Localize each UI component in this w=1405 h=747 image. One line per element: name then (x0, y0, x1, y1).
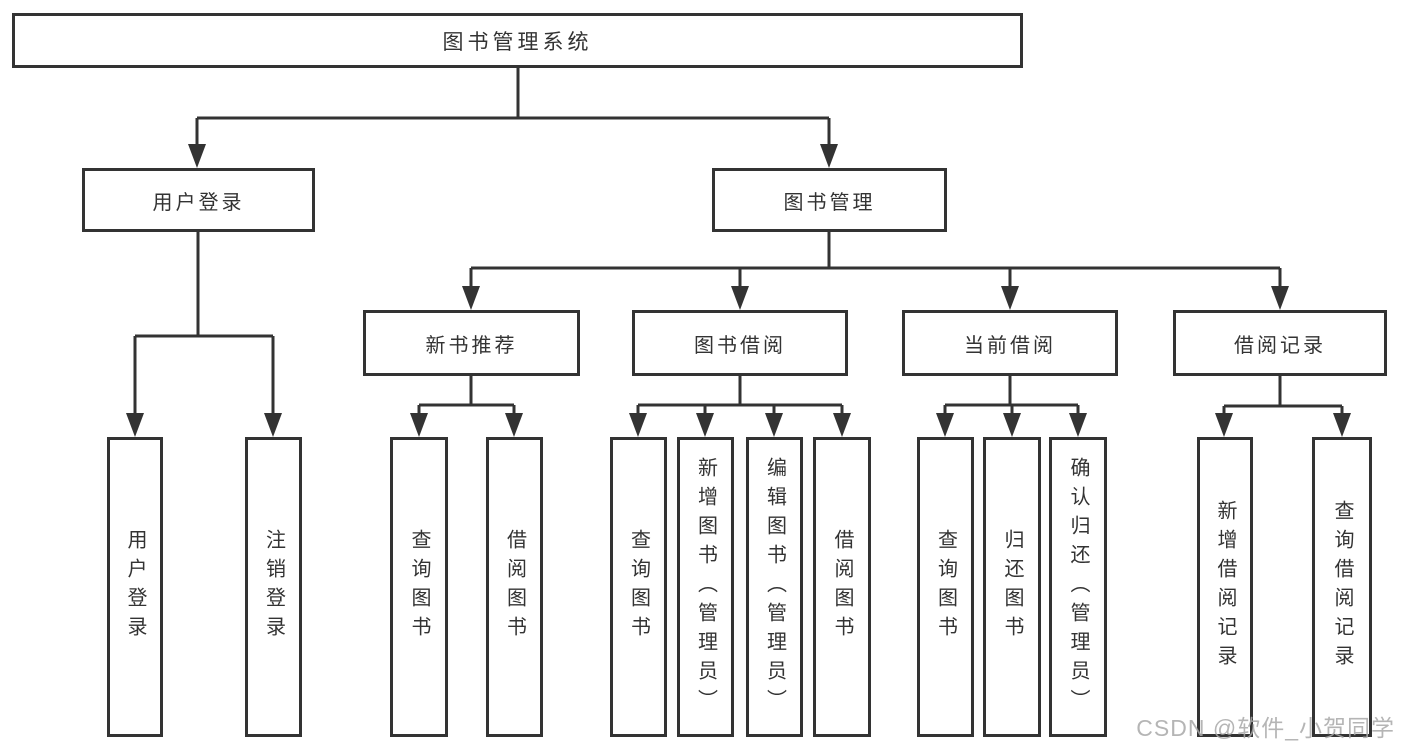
node-label: 新增图书（管理员） (694, 456, 717, 718)
node-label: 借阅图书 (503, 529, 526, 645)
node-borrowing-records: 借阅记录 (1173, 310, 1387, 376)
node-leaf-borrow-books-2: 借阅图书 (813, 437, 871, 737)
node-leaf-logout: 注销登录 (245, 437, 302, 737)
node-leaf-borrow-books-1: 借阅图书 (486, 437, 543, 737)
connector-bookborrow-children (629, 376, 851, 437)
node-leaf-add-borrow-record: 新增借阅记录 (1197, 437, 1253, 737)
connector-currentborrow-children (936, 376, 1087, 437)
node-leaf-query-books-1: 查询图书 (390, 437, 448, 737)
node-label: 当前借阅 (964, 334, 1056, 357)
node-leaf-add-books-admin: 新增图书（管理员） (677, 437, 734, 737)
node-leaf-query-borrow-record: 查询借阅记录 (1312, 437, 1372, 737)
node-book-management-system: 图书管理系统 (12, 13, 1023, 68)
node-label: 新增借阅记录 (1214, 500, 1236, 674)
node-label: 查询借阅记录 (1331, 500, 1353, 674)
node-current-borrowing: 当前借阅 (902, 310, 1118, 376)
node-label: 借阅图书 (831, 529, 853, 645)
node-book-borrowing: 图书借阅 (632, 310, 848, 376)
node-label: 查询图书 (934, 529, 957, 645)
node-label: 图书借阅 (694, 334, 786, 357)
node-leaf-query-books-2: 查询图书 (610, 437, 667, 737)
node-new-book-recommend: 新书推荐 (363, 310, 580, 376)
node-label: 新书推荐 (425, 334, 518, 357)
connector-newbookrec-children (410, 376, 523, 437)
node-label: 归还图书 (1001, 529, 1023, 645)
node-label: 确认归还（管理员） (1067, 456, 1089, 718)
node-book-management: 图书管理 (712, 168, 947, 232)
node-leaf-confirm-return-admin: 确认归还（管理员） (1049, 437, 1107, 737)
connector-userlogin-children (126, 232, 282, 437)
node-leaf-return-books: 归还图书 (983, 437, 1041, 737)
csdn-watermark: CSDN @软件_小贺同学 (1136, 715, 1395, 741)
node-label: 查询图书 (408, 529, 430, 645)
node-label: 图书管理系统 (442, 30, 593, 54)
node-label: 用户登录 (152, 191, 245, 214)
node-label: 编辑图书（管理员） (763, 456, 786, 718)
connector-bookmgmt-to-level3 (462, 232, 1289, 310)
node-leaf-query-books-3: 查询图书 (917, 437, 974, 737)
node-label: 查询图书 (627, 529, 650, 645)
node-label: 借阅记录 (1234, 334, 1326, 357)
node-label: 图书管理 (783, 191, 876, 214)
node-label: 用户登录 (124, 529, 146, 645)
node-leaf-user-login: 用户登录 (107, 437, 163, 737)
node-leaf-edit-books-admin: 编辑图书（管理员） (746, 437, 803, 737)
connector-borrowrecords-children (1215, 376, 1351, 437)
connector-root-to-level2 (188, 68, 838, 168)
node-user-login: 用户登录 (82, 168, 315, 232)
node-label: 注销登录 (262, 529, 285, 645)
